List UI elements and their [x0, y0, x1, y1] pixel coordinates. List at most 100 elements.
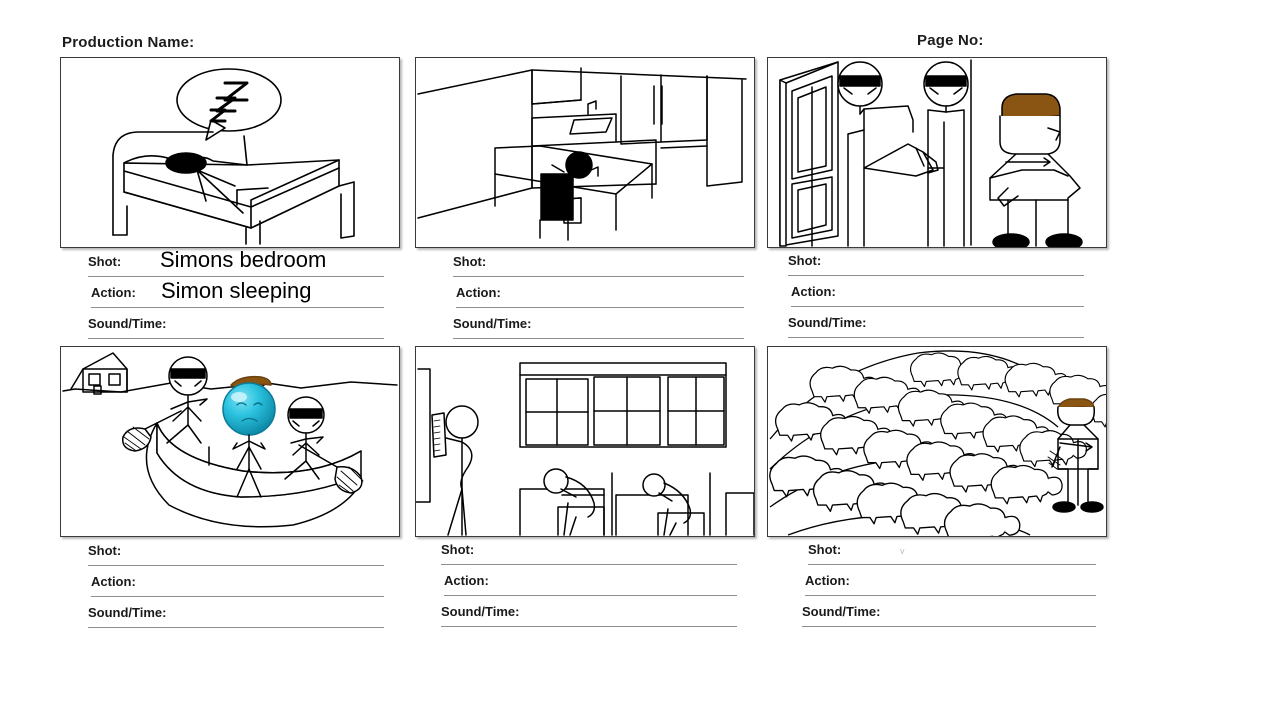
- shepherd-shoe-right: [1080, 501, 1104, 513]
- action-value-1[interactable]: Simon sleeping: [161, 278, 312, 303]
- page-no-label: Page No:: [917, 32, 984, 49]
- shot-row-2: Shot:: [453, 252, 748, 283]
- sound-label-4: Sound/Time:: [88, 605, 167, 620]
- figure-arms: [551, 164, 599, 177]
- refrigerator: [706, 75, 743, 187]
- shepherd-crook: [1051, 446, 1061, 468]
- sound-row-3: Sound/Time:: [788, 313, 1088, 344]
- action-label-4: Action:: [91, 574, 136, 589]
- shepherd-face: [1057, 406, 1096, 426]
- shoulder-1: [859, 105, 914, 133]
- chair-2: [657, 512, 705, 536]
- ceiling-line: [531, 69, 747, 80]
- teacher-arm-curve: [460, 441, 473, 490]
- house-window-1: [88, 373, 101, 386]
- left-wall: [417, 69, 533, 219]
- sleeping-student-1-head: [543, 468, 569, 494]
- storyboard-frame-5[interactable]: [415, 346, 755, 537]
- storyboard-frame-1[interactable]: [60, 57, 400, 248]
- shot-label-6: Shot:: [808, 542, 842, 557]
- shot-label-4: Shot:: [88, 543, 122, 558]
- teal-mouth-sad: [241, 417, 258, 422]
- storyboard-frame-3[interactable]: [767, 57, 1107, 248]
- sound-row-2: Sound/Time:: [453, 314, 748, 345]
- caption-block-6: Shot: v Action: Sound/Time:: [802, 540, 1108, 633]
- window-bank: [519, 362, 727, 448]
- shoe-right: [1045, 233, 1083, 247]
- hand-1: [922, 151, 939, 174]
- zzz-letters: [209, 81, 249, 123]
- caption-block-3: Shot: Action: Sound/Time:: [788, 251, 1088, 344]
- body-right-3: [1047, 153, 1081, 247]
- action-rule-4: [91, 596, 384, 597]
- shot-rule-4: [88, 565, 384, 566]
- shot-value-1[interactable]: Simons bedroom: [160, 247, 327, 272]
- action-row-1: Action: Simon sleeping: [91, 278, 388, 314]
- sound-label-1: Sound/Time:: [88, 316, 167, 331]
- teal-eye-right: [253, 402, 263, 406]
- action-label-6: Action:: [805, 573, 850, 588]
- speech-balloon: [176, 68, 282, 132]
- chair-seat: [563, 197, 582, 224]
- action-row-5: Action:: [444, 571, 741, 602]
- kitchen-drawing: [417, 67, 747, 241]
- storyboard-frame-2[interactable]: [415, 57, 755, 248]
- faucet: [587, 100, 597, 115]
- action-row-4: Action:: [91, 572, 388, 603]
- arm-bar-3: [1005, 157, 1051, 167]
- action-rule-6: [805, 595, 1096, 596]
- shepherd-body-right: [1083, 424, 1099, 506]
- action-row-6: Action:: [805, 571, 1108, 602]
- shepherd-shoe-left: [1052, 501, 1076, 513]
- shot-row-3: Shot:: [788, 251, 1088, 282]
- door-panel-upper: [791, 75, 833, 180]
- sheep-field-drawing: [769, 350, 1106, 536]
- desk-2: [615, 494, 689, 536]
- figure-head: [565, 151, 593, 179]
- sound-row-5: Sound/Time:: [441, 602, 741, 633]
- shot-row-1: Shot: Simons bedroom: [88, 247, 388, 283]
- shoulders-3: [989, 169, 1069, 179]
- shot-rule-2: [453, 276, 744, 277]
- sound-rule-6: [802, 626, 1096, 627]
- bedroom-drawing: [112, 68, 355, 245]
- caption-block-1: Shot: Simons bedroom Action: Simon sleep…: [88, 247, 388, 345]
- teal-character-face: [222, 382, 276, 436]
- action-label-1: Action:: [91, 285, 136, 300]
- action-label-3: Action:: [791, 284, 836, 299]
- whiteboard: [416, 368, 431, 503]
- rower-left-glasses: [170, 368, 206, 379]
- shot-row-5: Shot:: [441, 540, 741, 571]
- body-left-3: [989, 153, 1017, 247]
- body-outline-1: [847, 129, 865, 247]
- counter-front: [531, 145, 657, 189]
- production-name-label: Production Name:: [62, 34, 195, 51]
- shoe-left: [992, 233, 1030, 247]
- shot-artifact-6: v: [900, 546, 905, 556]
- shot-label-5: Shot:: [441, 542, 475, 557]
- storyboard-frame-4[interactable]: [60, 346, 400, 537]
- student-1-arm: [560, 488, 577, 498]
- shot-label-1: Shot:: [88, 254, 122, 269]
- bed-leg-left: [112, 205, 128, 236]
- sound-rule-5: [441, 626, 737, 627]
- action-rule-1: [91, 307, 384, 308]
- doorway-drawing: [779, 59, 1083, 247]
- action-rule-5: [444, 595, 737, 596]
- rower-right-glasses: [289, 408, 323, 419]
- door-slab: [779, 61, 839, 247]
- face-3: [999, 115, 1061, 155]
- sound-label-6: Sound/Time:: [802, 604, 881, 619]
- sound-label-3: Sound/Time:: [788, 315, 867, 330]
- action-row-3: Action:: [791, 282, 1088, 313]
- sunglasses-1: [839, 75, 881, 87]
- upper-cabinet-right: [620, 74, 662, 145]
- action-label-2: Action:: [456, 285, 501, 300]
- hand-on-hip: [997, 187, 1019, 207]
- student-2-back: [663, 482, 692, 524]
- sound-rule-3: [788, 337, 1084, 338]
- action-rule-2: [456, 307, 744, 308]
- table-top: [494, 145, 653, 195]
- storyboard-frame-6[interactable]: [767, 346, 1107, 537]
- sleeping-student-2-head: [642, 473, 666, 497]
